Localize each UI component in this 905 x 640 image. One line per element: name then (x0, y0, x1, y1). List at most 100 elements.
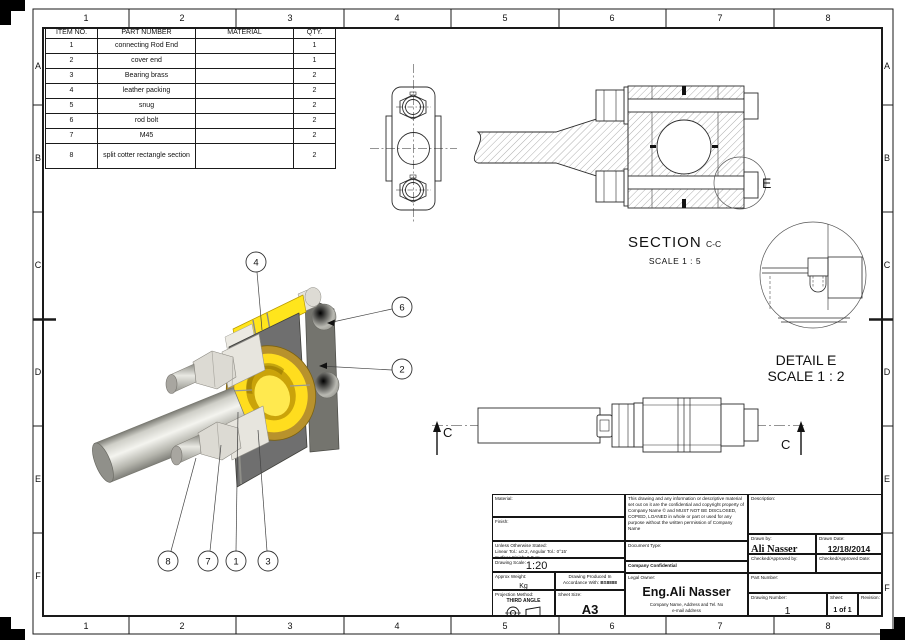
third-angle-projection-icon (504, 606, 540, 615)
bom-cell-item: 8 (45, 143, 98, 169)
detail-view (759, 221, 867, 329)
bom-cell-item: 5 (45, 98, 98, 114)
approx-weight-value: Kg (519, 582, 528, 590)
grid-col-label: 8 (825, 621, 830, 631)
bom-header-part: PART NUMBER (97, 28, 196, 39)
balloon-6: 6 (391, 296, 413, 318)
grid-col-label: 8 (825, 13, 830, 23)
grid-col-label: 5 (502, 13, 507, 23)
drawn-date-label: Drawn Date: (819, 536, 845, 541)
confidentiality-text: This drawing and any information or desc… (628, 496, 744, 531)
balloon-4: 4 (245, 251, 267, 273)
tolerance-line: Surface Finish: 0.8μm (495, 554, 540, 558)
bom-row: 6 rod bolt 2 (45, 113, 336, 129)
balloon-label: 8 (165, 557, 170, 568)
bom-cell-part: split cotter rectangle section (97, 143, 196, 169)
sheet-cell: Sheet: 1 of 1 (827, 593, 858, 616)
drawing-number-label: Drawing Number: (751, 595, 787, 600)
detail-marker-label: E (762, 175, 771, 191)
balloon-3: 3 (257, 550, 279, 572)
produced-standard: BS8888 (600, 579, 617, 585)
bom-cell-item: 7 (45, 128, 98, 144)
bom-cell-material (195, 68, 294, 84)
grid-row-label: B (884, 153, 890, 163)
projection-label: Projection Method: (495, 592, 534, 597)
grid-col-label: 1 (83, 621, 88, 631)
front-view (370, 64, 457, 224)
grid-col-label: 6 (609, 621, 614, 631)
bom-cell-qty: 2 (293, 128, 336, 144)
drawing-scale-cell: Drawing Scale: 1:20 (492, 558, 625, 572)
balloon-8: 8 (157, 550, 179, 572)
bom-row: 1 connecting Rod End 1 (45, 38, 336, 54)
grid-row-label: F (35, 571, 41, 581)
bom-cell-item: 2 (45, 53, 98, 69)
side-view (432, 397, 806, 453)
bom-cell-part: leather packing (97, 83, 196, 99)
grid-col-label: 1 (83, 13, 88, 23)
grid-col-label: 3 (287, 621, 292, 631)
drawing-number-cell: Drawing Number: 1 (748, 593, 827, 616)
grid-row-label: F (884, 583, 890, 593)
balloon-2: 2 (391, 358, 413, 380)
grid-row-label: C (884, 260, 891, 270)
detail-view-title: DETAIL E SCALE 1 : 2 (767, 352, 844, 384)
document-type-cell: Document Type: (625, 541, 748, 561)
bom-header-row: ITEM NO. PART NUMBER MATERIAL QTY. (45, 28, 336, 39)
grid-row-label: A (884, 61, 890, 71)
checked-by-label: Checked/Approved by: (751, 556, 798, 561)
grid-col-label: 2 (179, 621, 184, 631)
legal-owner-address: Company Name, Address and Tel. No (649, 602, 724, 608)
part-number-label: Part Number: (751, 575, 779, 580)
cut-label-right: C (781, 437, 790, 452)
bom-header-item: ITEM NO. (45, 28, 98, 39)
balloon-label: 4 (253, 258, 258, 269)
grid-row-label: A (35, 61, 41, 71)
bom-row: 5 snug 2 (45, 98, 336, 114)
drawn-date-cell: Drawn Date: 12/18/2014 (816, 534, 882, 554)
title-block: Material: Finish: Unless Otherwise State… (492, 494, 882, 616)
balloon-callouts: 4 6 2 8 7 1 3 (157, 251, 413, 572)
section-view (473, 85, 767, 210)
grid-row-label: B (35, 153, 41, 163)
bom-cell-item: 1 (45, 38, 98, 54)
section-cut-annotation: C C (433, 421, 805, 455)
drawn-date-value: 12/18/2014 (827, 543, 871, 554)
bom-row: 3 Bearing brass 2 (45, 68, 336, 84)
tolerance-cell: Unless Otherwise Stated: Linear Tol.: ±0… (492, 541, 625, 558)
finish-label: Finish: (495, 519, 509, 524)
company-confidential-cell: Company Confidential (625, 561, 748, 573)
checked-date-cell: Checked/Approved Date: (816, 554, 882, 573)
balloon-label: 1 (233, 557, 238, 568)
grid-row-label: D (35, 367, 42, 377)
legal-owner-email: e-mail address (672, 607, 701, 613)
bom-cell-material (195, 38, 294, 54)
section-cut-arrow-right: C (781, 421, 805, 455)
bom-cell-qty: 2 (293, 113, 336, 129)
grid-row-label: E (884, 474, 890, 484)
grid-row-label: C (35, 260, 42, 270)
sheet-size-value: A3 (581, 601, 599, 616)
bom-row: 4 leather packing 2 (45, 83, 336, 99)
sheet-size-label: Sheet Size: (558, 592, 582, 597)
drawn-by-cell: Drawn by: Ali Nasser (748, 534, 816, 554)
bom-cell-part: M45 (97, 128, 196, 144)
grid-col-label: 7 (717, 621, 722, 631)
bom-row: 8 split cotter rectangle section 2 (45, 143, 336, 169)
tolerance-line: Linear Tol.: ±0.2, Angular Tol.: 0°15' (495, 548, 567, 554)
produced-line2: Accordance With: (563, 579, 601, 585)
bom-cell-qty: 2 (293, 83, 336, 99)
legal-owner-cell: Legal Owner: Eng.Ali Nasser Company Name… (625, 573, 748, 616)
sheet-frame (32, 8, 894, 635)
detail-scale: SCALE 1 : 2 (767, 368, 844, 384)
bom-cell-item: 4 (45, 83, 98, 99)
description-label: Description: (751, 496, 776, 501)
drawing-scale-label: Drawing Scale: (495, 560, 526, 565)
bom-header-material: MATERIAL (195, 28, 294, 39)
balloon-label: 3 (265, 557, 270, 568)
section-title-suffix: C-C (706, 239, 721, 249)
bom-cell-material (195, 53, 294, 69)
finish-cell: Finish: (492, 517, 625, 541)
